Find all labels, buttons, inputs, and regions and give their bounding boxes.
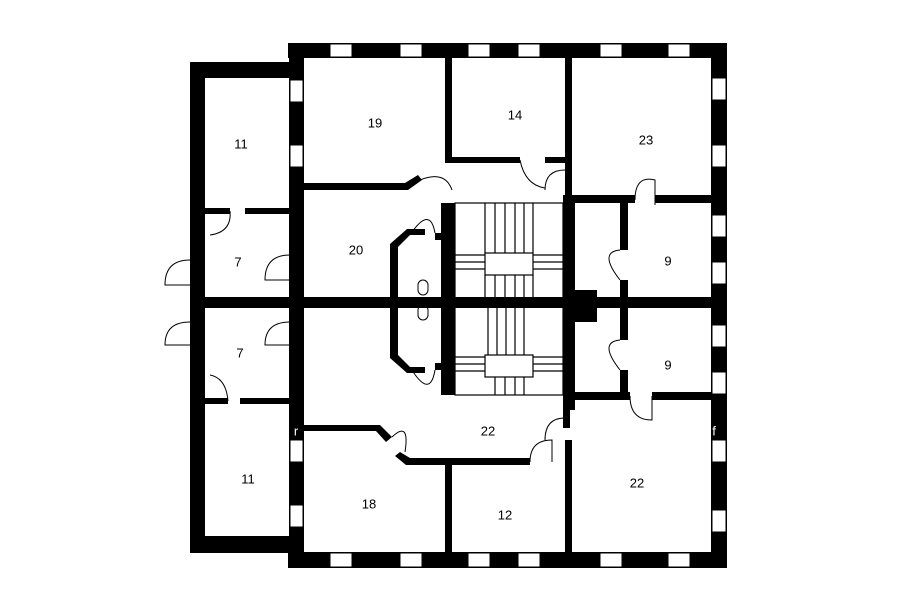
room-7-bottom-label: 7 bbox=[236, 345, 243, 360]
room-19-label: 19 bbox=[368, 115, 382, 130]
room-labels: 19 14 23 11 20 9 7 7 9 22 11 18 12 22 r … bbox=[234, 107, 716, 522]
interior-walls bbox=[190, 58, 711, 552]
windows bbox=[289, 43, 727, 568]
room-11-top-label: 11 bbox=[234, 136, 248, 151]
room-9-top-label: 9 bbox=[664, 253, 671, 268]
wall-mark-left: r bbox=[294, 423, 299, 438]
room-20-label: 20 bbox=[349, 242, 363, 257]
doors[interactable] bbox=[164, 159, 656, 463]
room-23-label: 23 bbox=[639, 132, 653, 147]
room-9-bottom-label: 9 bbox=[664, 357, 671, 372]
room-7-top-label: 7 bbox=[234, 254, 241, 269]
room-11-bottom-label: 11 bbox=[241, 471, 255, 486]
wall-mark-right: f bbox=[712, 423, 716, 438]
room-22-right-label: 22 bbox=[630, 475, 644, 490]
staircase bbox=[454, 202, 564, 396]
room-18-label: 18 bbox=[362, 496, 376, 511]
room-14-label: 14 bbox=[508, 107, 522, 122]
room-12-label: 12 bbox=[498, 507, 512, 522]
room-22-corridor-label: 22 bbox=[481, 423, 495, 438]
